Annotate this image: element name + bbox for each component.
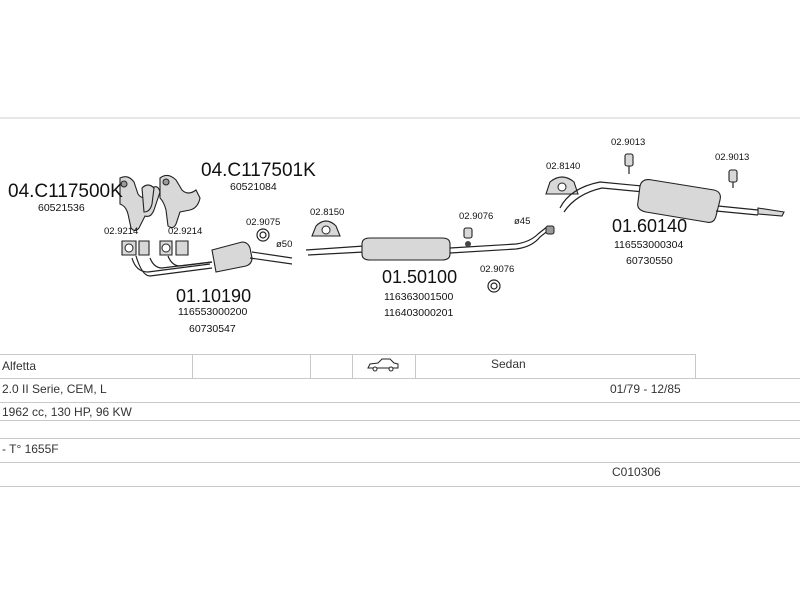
table-rule [0, 486, 800, 487]
front-pipe-code: 01.10190 [176, 286, 251, 306]
vehicle-note: - T° 1655F [2, 442, 59, 456]
clamp-front-code: 02.9075 [246, 217, 280, 228]
manifold-right-code: 04.C117501K [201, 160, 316, 181]
pipe-diam-rear: ø45 [514, 216, 530, 227]
sedan-car-icon [366, 358, 400, 377]
hanger-rear-left-part [624, 153, 634, 174]
vehicle-body: Sedan [491, 357, 526, 371]
vehicle-period: 01/79 - 12/85 [610, 382, 681, 396]
hanger-mid-bottom-part [487, 279, 501, 293]
table-rule [0, 378, 800, 379]
table-rule [0, 420, 800, 421]
manifold-left-part [119, 176, 161, 232]
front-pipe-ref2: 60730547 [189, 323, 236, 335]
middle-silencer-ref2: 116403000201 [384, 307, 453, 319]
table-col-rule [310, 354, 311, 378]
mount-rear-part [545, 176, 579, 195]
pipe-end-cap [545, 225, 555, 235]
table-col-rule [415, 354, 416, 378]
rear-silencer-ref2: 60730550 [626, 255, 673, 267]
manifold-left-ref: 60521536 [38, 202, 85, 214]
vehicle-model: Alfetta [2, 359, 37, 373]
front-pipe-ref1: 116553000200 [178, 306, 247, 318]
middle-silencer-part [305, 225, 551, 261]
catalog-code: C010306 [612, 465, 661, 479]
table-rule [0, 462, 800, 463]
clamp-mid-part [311, 220, 341, 237]
middle-silencer-ref1: 116363001500 [384, 291, 453, 303]
front-pipe-part [131, 241, 293, 277]
rear-silencer-part [559, 179, 785, 223]
rear-silencer-code: 01.60140 [612, 216, 687, 236]
pipe-diam-front: ø50 [276, 239, 292, 250]
gasket-left-part [121, 240, 150, 256]
rear-silencer-ref1: 116553000304 [614, 239, 683, 251]
clamp-front-part [256, 228, 270, 242]
mount-rear-code: 02.8140 [546, 161, 580, 172]
table-rule [0, 354, 695, 355]
hanger-mid-top-part [463, 227, 473, 247]
middle-silencer-code: 01.50100 [382, 267, 457, 287]
table-rule [0, 402, 800, 403]
manifold-left-code: 04.C117500K [8, 181, 123, 202]
gasket-left-code: 02.9214 [104, 226, 138, 237]
table-col-rule [352, 354, 353, 378]
hanger-rear-right-code: 02.9013 [715, 152, 749, 163]
clamp-mid-code: 02.8150 [310, 207, 344, 218]
hanger-mid-top-code: 02.9076 [459, 211, 493, 222]
hanger-rear-right-part [728, 169, 738, 188]
gasket-right-code: 02.9214 [168, 226, 202, 237]
vehicle-engine: 2.0 II Serie, CEM, L [2, 382, 107, 396]
hanger-rear-left-code: 02.9013 [611, 137, 645, 148]
manifold-right-ref: 60521084 [230, 181, 277, 193]
table-col-rule [192, 354, 193, 378]
vehicle-spec: 1962 cc, 130 HP, 96 KW [2, 405, 132, 419]
hanger-mid-bottom-code: 02.9076 [480, 264, 514, 275]
manifold-right-part [159, 174, 201, 229]
table-col-rule [695, 354, 696, 378]
table-rule [0, 438, 800, 439]
gasket-right-part [159, 240, 189, 256]
